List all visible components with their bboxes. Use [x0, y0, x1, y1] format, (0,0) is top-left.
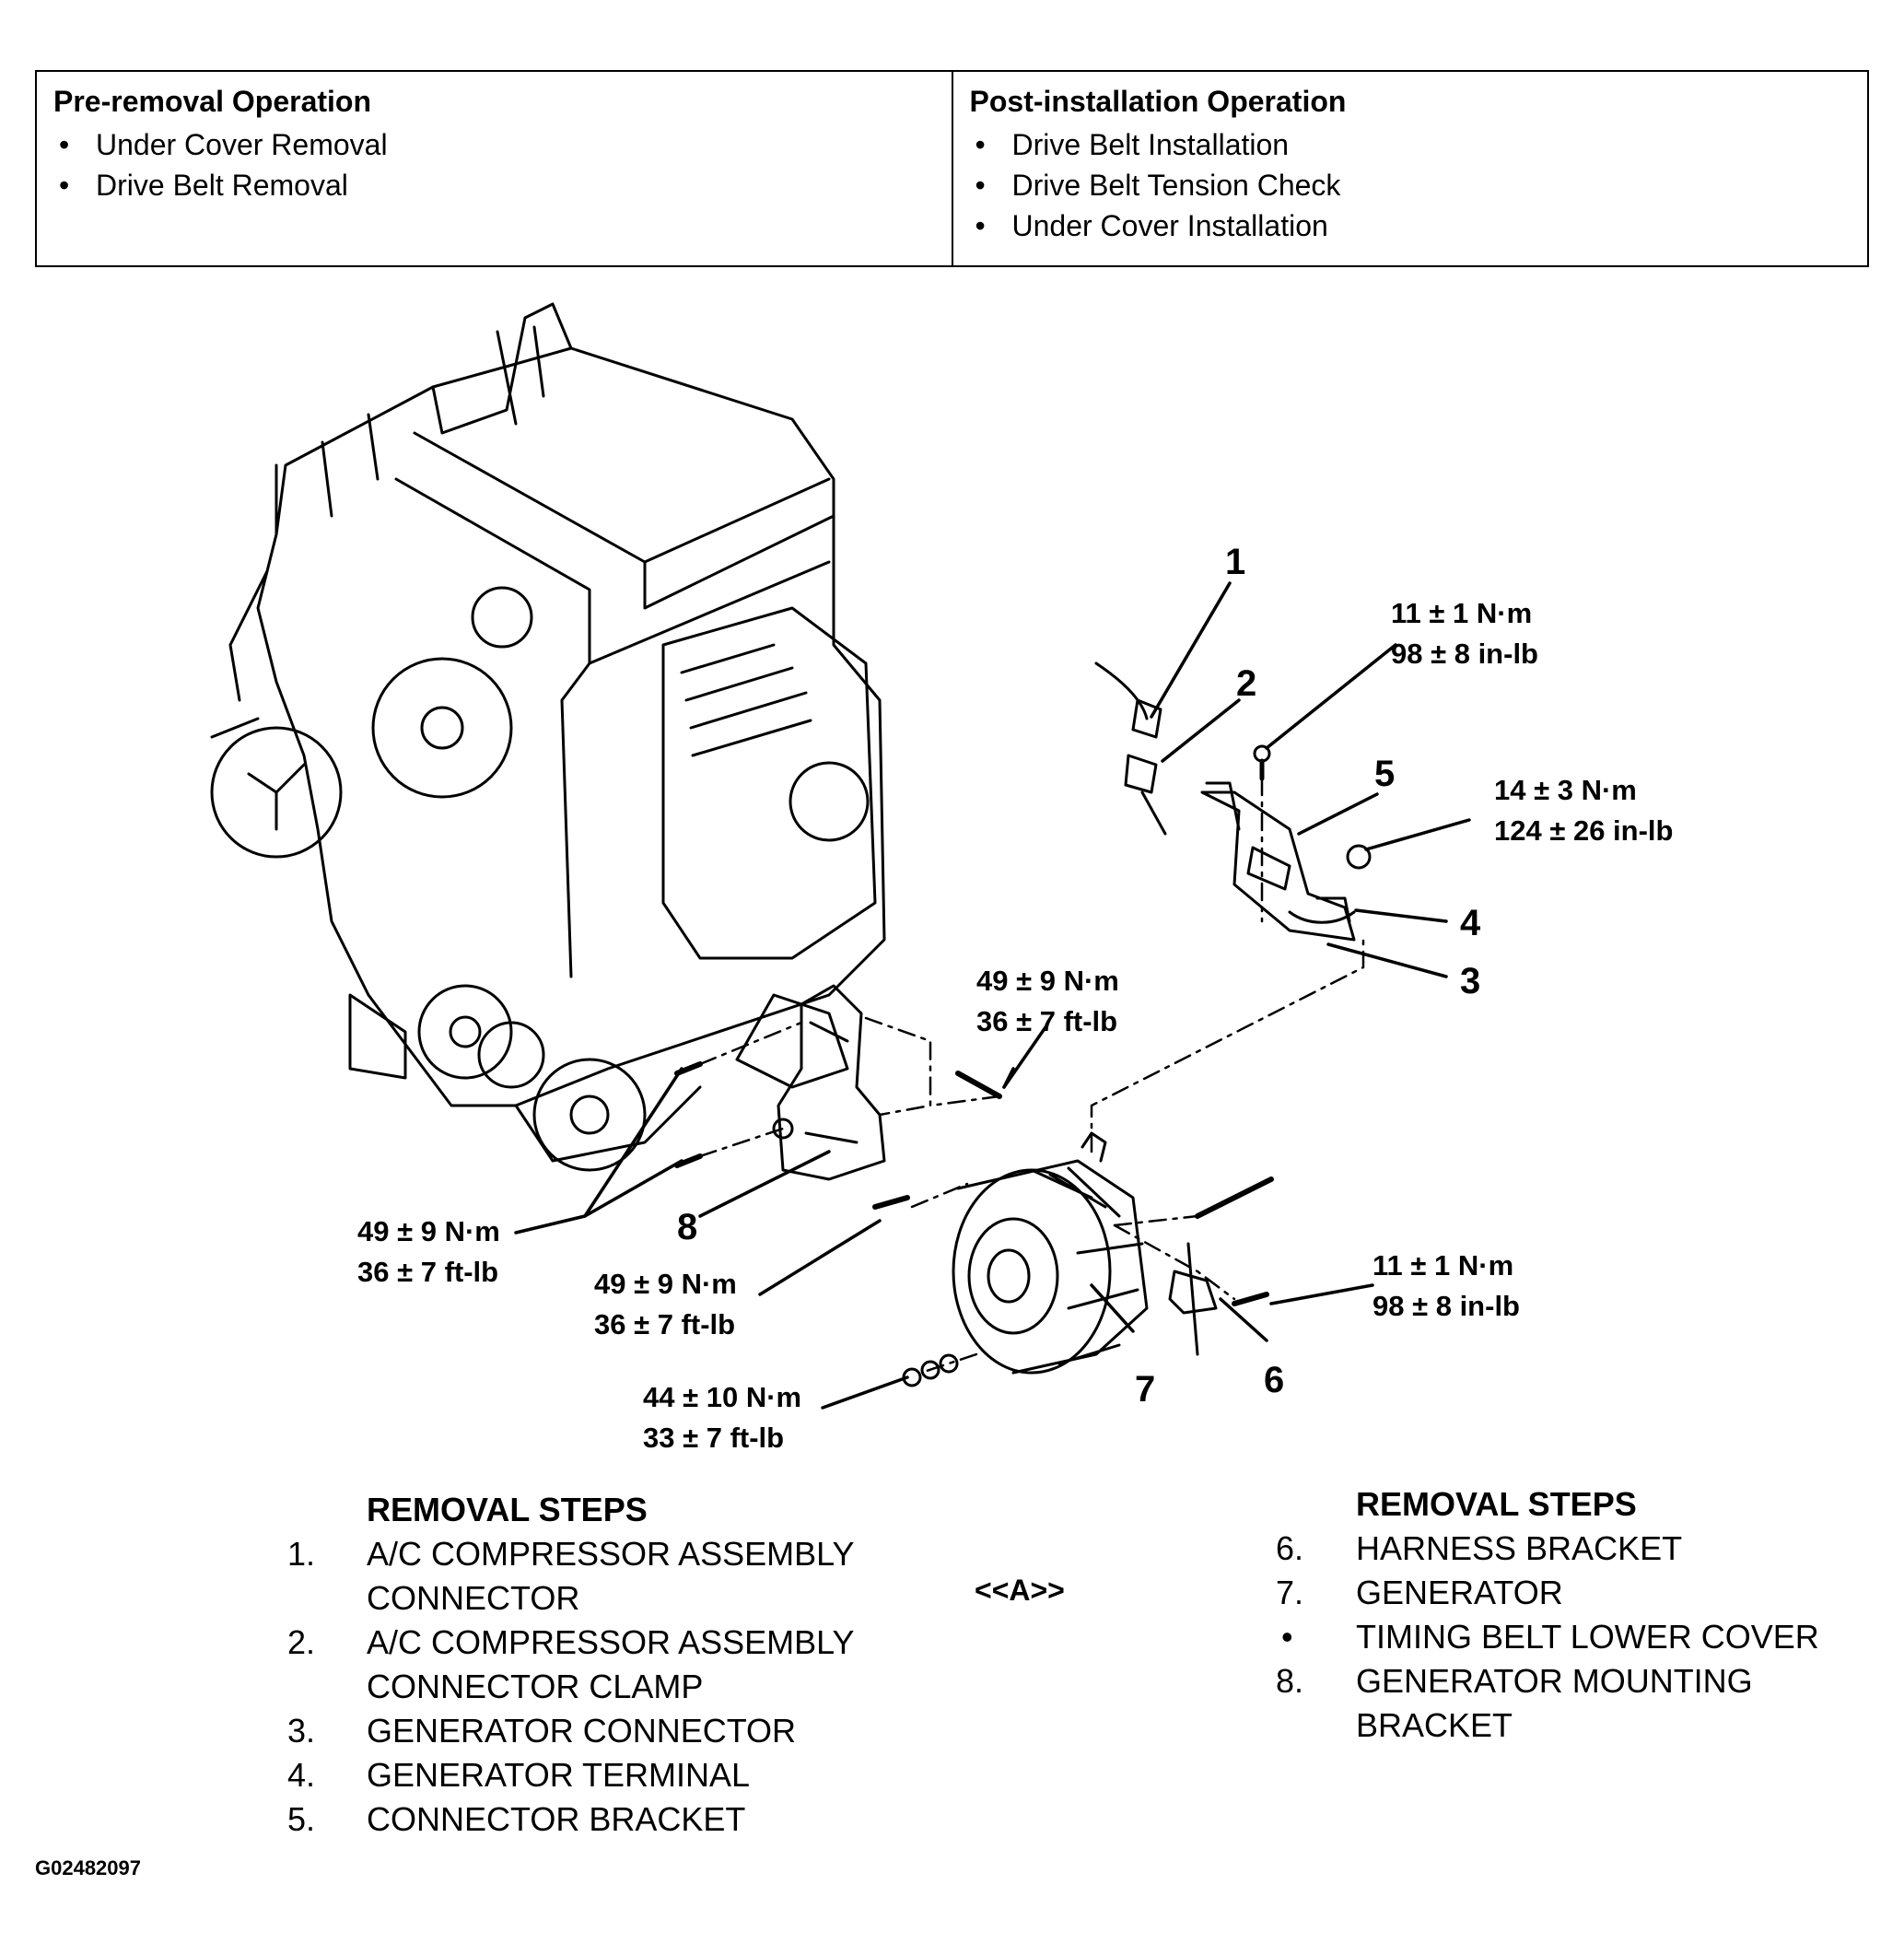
step-number: 8. [1276, 1662, 1304, 1700]
engine-illustration [210, 302, 886, 1172]
torque-metric: 49 ± 9 N·m [357, 1215, 500, 1247]
torque-metric: 49 ± 9 N·m [976, 965, 1119, 997]
generator-illustration [952, 1131, 1149, 1375]
torque-metric: 11 ± 1 N·m [1391, 597, 1533, 629]
removal-step: 5. CONNECTOR BRACKET [287, 1797, 932, 1842]
step-text: A/C COMPRESSOR ASSEMBLY [367, 1623, 855, 1661]
figure-id: G02482097 [35, 1856, 141, 1879]
pre-removal-list: Under Cover Removal Drive Belt Removal [53, 124, 935, 205]
removal-step: 8. GENERATOR MOUNTING BRACKET [1276, 1659, 1865, 1748]
leader-lines [514, 581, 1471, 1410]
step-text: HARNESS BRACKET [1356, 1529, 1683, 1567]
removal-step: • TIMING BELT LOWER COVER [1276, 1615, 1865, 1659]
generator-mounting-bracket-illustration [772, 984, 886, 1181]
removal-step: 7. GENERATOR [1276, 1571, 1865, 1615]
removal-step: 6. HARNESS BRACKET [1276, 1527, 1865, 1571]
torque-imperial: 33 ± 7 ft-lb [643, 1422, 785, 1454]
torque-metric: 11 ± 1 N·m [1373, 1249, 1514, 1282]
step-text-continued: CONNECTOR CLAMP [367, 1668, 704, 1705]
removal-step: 4. GENERATOR TERMINAL [287, 1753, 932, 1797]
torque-imperial: 124 ± 26 in-lb [1494, 814, 1674, 847]
step-number: 4. [287, 1756, 316, 1794]
removal-step: 1. A/C COMPRESSOR ASSEMBLY CONNECTOR [287, 1532, 932, 1621]
torque-spec-harness-bracket-bolt: 11 ± 1 N·m 98 ± 8 in-lb [1373, 1246, 1520, 1327]
torque-metric: 14 ± 3 N·m [1494, 774, 1637, 806]
removal-step: 2. A/C COMPRESSOR ASSEMBLY CONNECTOR CLA… [287, 1621, 932, 1709]
torque-spec-terminal-nut: 14 ± 3 N·m 124 ± 26 in-lb [1494, 770, 1673, 851]
step-text: GENERATOR CONNECTOR [367, 1712, 797, 1750]
removal-steps-heading-right: REMOVAL STEPS [1356, 1485, 1637, 1523]
post-installation-item: Under Cover Installation [970, 205, 1851, 246]
step-text-continued: CONNECTOR [367, 1579, 580, 1617]
torque-imperial: 98 ± 8 in-lb [1373, 1290, 1520, 1322]
fasteners-illustration [674, 744, 1372, 1387]
step-text-continued: BRACKET [1356, 1706, 1513, 1744]
callout-3: 3 [1460, 961, 1481, 1001]
removal-steps-heading-left: REMOVAL STEPS [367, 1491, 648, 1528]
post-installation-list: Drive Belt Installation Drive Belt Tensi… [970, 124, 1851, 246]
post-installation-item: Drive Belt Installation [970, 124, 1851, 165]
operations-table: Pre-removal Operation Under Cover Remova… [35, 70, 1869, 267]
post-installation-heading: Post-installation Operation [969, 85, 1347, 118]
note-marker-a: <<A>> [975, 1574, 1065, 1607]
torque-metric: 49 ± 9 N·m [594, 1268, 737, 1300]
pre-removal-item: Under Cover Removal [53, 124, 935, 165]
callout-5: 5 [1374, 754, 1396, 794]
callout-4: 4 [1460, 903, 1481, 943]
pre-removal-column: Pre-removal Operation Under Cover Remova… [37, 72, 952, 265]
post-installation-column: Post-installation Operation Drive Belt I… [951, 72, 1868, 265]
torque-imperial: 98 ± 8 in-lb [1391, 638, 1538, 670]
step-text: A/C COMPRESSOR ASSEMBLY [367, 1535, 855, 1573]
torque-spec-bracket-mount-bolts: 49 ± 9 N·m 36 ± 7 ft-lb [357, 1211, 500, 1293]
removal-step: 3. GENERATOR CONNECTOR [287, 1709, 932, 1753]
step-number: 2. [287, 1623, 316, 1661]
callout-2: 2 [1236, 663, 1257, 704]
post-installation-item: Drive Belt Tension Check [970, 165, 1851, 205]
callout-6: 6 [1264, 1360, 1285, 1400]
pre-removal-heading: Pre-removal Operation [53, 85, 371, 118]
torque-spec-connector-bolt: 11 ± 1 N·m 98 ± 8 in-lb [1391, 593, 1538, 674]
callout-8: 8 [677, 1207, 698, 1247]
step-number: 6. [1276, 1529, 1304, 1567]
step-bullet: • [1281, 1618, 1293, 1656]
torque-imperial: 36 ± 7 ft-lb [594, 1308, 736, 1340]
step-text: GENERATOR TERMINAL [367, 1756, 751, 1794]
callout-7: 7 [1135, 1369, 1156, 1410]
step-text: GENERATOR MOUNTING [1356, 1662, 1753, 1700]
harness-bracket-illustration [1168, 1242, 1218, 1356]
step-text: TIMING BELT LOWER COVER [1356, 1618, 1819, 1656]
torque-metric: 44 ± 10 N·m [643, 1381, 802, 1413]
step-number: 5. [287, 1800, 316, 1838]
step-text: GENERATOR [1356, 1574, 1563, 1611]
connector-parts-illustration [1094, 661, 1356, 942]
callout-1: 1 [1225, 542, 1246, 582]
alignment-lines [698, 777, 1365, 1375]
torque-imperial: 36 ± 7 ft-lb [357, 1256, 499, 1288]
torque-imperial: 36 ± 7 ft-lb [976, 1005, 1118, 1037]
step-number: 7. [1276, 1574, 1304, 1611]
step-number: 1. [287, 1535, 316, 1573]
torque-spec-bracket-bolt: 49 ± 9 N·m 36 ± 7 ft-lb [976, 961, 1119, 1042]
step-number: 3. [287, 1712, 316, 1750]
torque-spec-generator-bolt: 49 ± 9 N·m 36 ± 7 ft-lb [594, 1264, 737, 1345]
torque-spec-generator-nut: 44 ± 10 N·m 33 ± 7 ft-lb [643, 1377, 801, 1458]
step-text: CONNECTOR BRACKET [367, 1800, 746, 1838]
pre-removal-item: Drive Belt Removal [53, 165, 935, 205]
